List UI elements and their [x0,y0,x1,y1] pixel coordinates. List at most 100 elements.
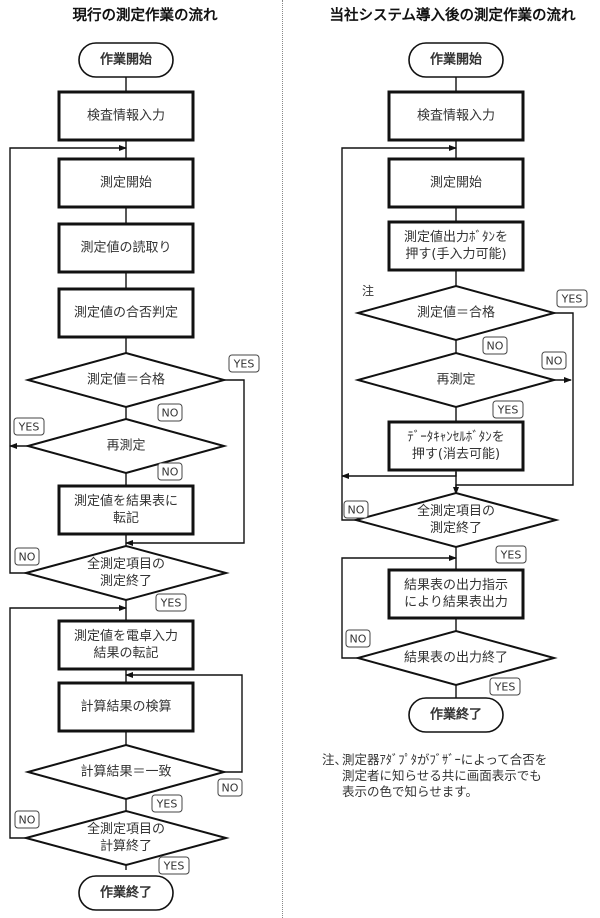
right-decision-output-done [354,629,558,687]
left-remeasure-no-tag-text: NO [162,466,179,479]
right-press-cancel-box [387,420,525,472]
left-decision-pass [24,351,228,409]
right-all-measured-yes-tag [495,545,527,564]
left-calc-input-box-label: 測定値を電卓入力 [74,628,178,644]
left-all-calc-no-loop [9,605,127,839]
left-decision-match [24,743,228,801]
left-pass-no-tag [157,403,183,422]
right-decision-pass [354,284,558,342]
left-transcribe-box-label: 転記 [113,510,139,526]
left-read-value-box [57,222,195,274]
right-output-yes-tag [489,677,521,696]
left-calc-input-box [57,619,195,671]
right-note-marker: 注 [362,283,374,298]
right-output-yes-tag-text: YES [494,681,516,694]
right-input-box-label: 検査情報入力 [417,109,495,124]
left-decision-pass-label: 測定値＝合格 [87,372,165,388]
left-decision-all-calc-label: 全測定項目の [87,821,165,837]
right-pass-yes-line [453,312,574,495]
right-all-measured-no-loop [341,145,457,521]
right-end-terminal [408,697,504,733]
left-all-measured-no-tag [14,547,40,566]
right-press-output-box [387,220,525,272]
left-all-calc-yes-tag-text: YES [163,860,185,873]
left-flow-title: 現行の測定作業の流れ [72,8,218,24]
footnote: 注、 測定器ｱﾀﾞﾌﾟﾀがﾌﾞｻﾞｰによって合否を 測定者に知らせる共に画面表示… [322,752,547,800]
right-remeasure-yes-tag [492,400,524,419]
left-judge-box [57,287,195,339]
left-remeasure-yes-tag [13,417,45,436]
left-match-no-loop [125,672,243,773]
right-output-result-box-label: により結果表出力 [404,595,508,610]
right-decision-all-measured-label: 測定終了 [430,520,482,536]
right-flow-title: 当社システム導入後の測定作業の流れ [329,8,576,24]
left-transcribe-box [57,484,195,536]
left-all-calc-no-tag-text: NO [19,814,36,827]
right-measure-start-box [387,157,525,209]
right-decision-remeasure [354,351,558,409]
right-output-result-box-label: 結果表の出力指示 [404,578,508,593]
right-input-box [387,90,525,142]
right-decision-pass-label: 測定値＝合格 [417,305,495,321]
flow-shapes: 作業開始検査情報入力測定開始測定値の読取り測定値の合否判定測定値＝合格再測定測定… [13,42,588,911]
footnote-line: 測定者に知らせる共に画面表示でも [342,768,542,783]
left-decision-match-label: 計算結果＝一致 [80,764,171,780]
right-press-output-box-label: 押す(手入力可能) [405,247,506,262]
left-all-measured-no-loop [9,145,127,574]
left-remeasure-yes-tag-text: YES [18,421,40,434]
right-remeasure-yes-tag-text: YES [497,404,519,417]
left-pass-no-tag-text: NO [162,407,179,420]
right-pass-no-tag [482,336,508,355]
left-calc-input-box-label: 結果の転記 [93,645,158,661]
left-all-measured-no-tag-text: NO [19,551,36,564]
left-all-calc-yes-tag [158,856,190,875]
left-decision-all-measured [22,544,230,602]
left-end-terminal-label: 作業終了 [100,885,152,901]
left-match-yes-tag [151,794,183,813]
left-decision-all-measured-label: 測定終了 [100,573,152,589]
left-start-terminal [78,42,174,78]
right-output-no-tag-text: NO [350,633,367,646]
right-decision-remeasure-label: 再測定 [436,373,475,388]
left-pass-yes-tag [228,354,260,373]
footnote-prefix: 注、 [322,752,348,767]
right-end-terminal-label: 作業終了 [430,707,482,723]
right-output-result-box [387,568,525,620]
left-pass-yes-tag-text: YES [233,358,255,371]
right-output-no-tag [345,629,371,648]
right-pass-no-tag-text: NO [487,340,504,353]
left-read-value-box-label: 測定値の読取り [80,240,171,256]
right-start-terminal [408,42,504,78]
left-decision-remeasure [24,417,228,475]
left-match-yes-tag-text: YES [156,798,178,811]
left-pass-yes-line [125,379,245,546]
left-input-box [57,90,195,142]
left-remeasure-no-tag [157,462,183,481]
left-match-no-tag-text: NO [222,782,239,795]
left-decision-all-measured-label: 全測定項目の [87,556,165,572]
right-remeasure-no-tag-text: NO [546,355,563,368]
left-start-terminal-label: 作業開始 [100,52,152,68]
left-verify-box-label: 計算結果の検算 [80,699,171,715]
right-press-output-box-label: 測定値出力ﾎﾞﾀﾝを [404,229,508,245]
left-decision-remeasure-label: 再測定 [106,439,145,454]
right-press-cancel-box-label: ﾃﾞｰﾀｷｬﾝｾﾙﾎﾞﾀﾝを [407,430,505,445]
left-verify-box [57,681,195,733]
right-cancel-return-line [341,472,457,479]
left-decision-all-calc [22,809,230,867]
left-input-box-label: 検査情報入力 [87,109,165,124]
right-pass-yes-tag-text: YES [561,293,583,306]
left-all-measured-yes-tag [155,593,187,612]
right-measure-start-box-label: 測定開始 [430,176,482,191]
left-judge-box-label: 測定値の合否判定 [74,305,178,321]
left-all-measured-yes-tag-text: YES [160,597,182,610]
left-all-calc-no-tag [14,810,40,829]
right-press-cancel-box-label: 押す(消去可能) [412,447,500,462]
right-all-measured-no-tag-text: NO [348,504,365,517]
right-start-terminal-label: 作業開始 [430,52,482,68]
right-all-measured-yes-tag-text: YES [500,549,522,562]
left-end-terminal [78,875,174,911]
left-measure-start-box [57,157,195,209]
right-pass-yes-tag [556,289,588,308]
